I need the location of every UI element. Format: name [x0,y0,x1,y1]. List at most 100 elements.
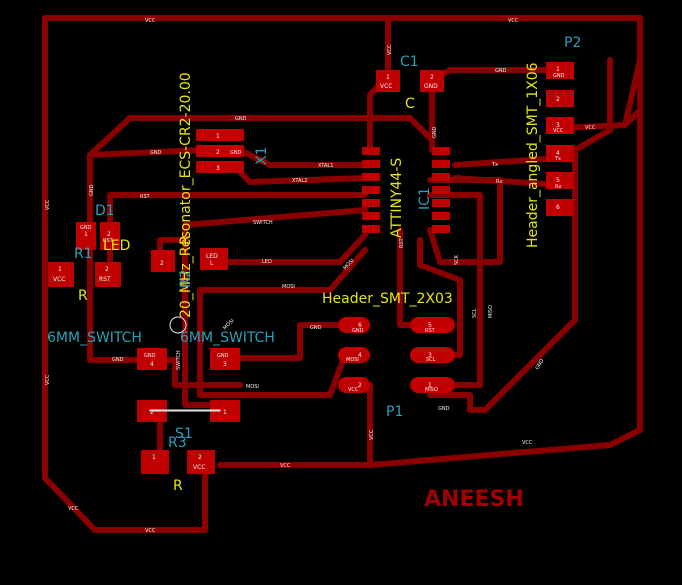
p1-pad2: 2 [358,382,362,389]
s1-pad4: 4 [150,361,154,368]
x1-net-xtal2: XTAL2 [292,178,307,184]
net-label-gnd-p2: GND [495,68,507,74]
trace-mosi [197,247,368,328]
net-label-vcc-bl: VCC [68,506,79,512]
net-label-rx: Rx [496,179,502,185]
p2-net-tx: Tx [554,156,561,162]
trace-gnd-c1 [372,115,435,143]
p2-pad3: 3 [556,122,560,129]
p2-net-rx: Rx [555,184,561,190]
net-label-led: LED [262,259,272,265]
net-label-miso: MISO [488,305,494,318]
author-label: ANEESH [424,487,524,512]
net-label-gnd-c1: GND [432,126,438,138]
net-label-vcc-r3: VCC [280,463,291,469]
trace-gnd-top [87,115,378,223]
trace-gnd-p2 [427,57,613,413]
c1-pad2-net: GND [424,83,438,90]
net-label-mosi: MOSI [282,284,295,290]
trace-gnd-p1 [237,322,355,361]
net-label-scl: SCL [472,308,478,318]
ic1-attiny44[interactable]: ATTINY44-S IC1 [362,147,450,238]
c1-capacitor[interactable]: 1 VCC 2 GND C1 C [376,54,444,112]
p1-pad4: 4 [358,352,362,359]
r3-value: R [173,478,183,494]
c1-pad1-net: VCC [380,83,392,90]
net-label-rst: RST [140,194,151,200]
trace-led [225,232,368,265]
r2-pad2: 2 [160,260,164,267]
net-label-gnd-p1: GND [310,325,322,331]
p2-header[interactable]: 1 2 3 4 5 6 GND VCC Tx Rx P2 Header_angl… [525,35,581,248]
net-label-gnd-x1: GND [150,150,162,156]
d1-led[interactable]: 1 2 GND RST D1 LED [76,203,130,254]
net-label-vcc-left2: VCC [45,374,51,385]
p1-pad6: 6 [358,322,362,329]
p1-net-vcc: VCC [348,387,359,393]
net-label-vcc-p1: VCC [369,429,375,440]
net-label-gnd-p1b: GND [438,406,450,412]
r3-ref: R3 [168,435,187,451]
p2-ref: P2 [564,35,581,51]
p2-pad1: 1 [556,66,560,73]
r1-ref: R1 [74,246,93,262]
s1-net-switch: SWITCH [176,350,182,370]
p1-net-rst: RST [425,328,436,334]
net-label-vcc-c1: VCC [387,44,393,55]
d1-pad1: 1 [84,231,88,238]
p1-net-miso: MISO [425,387,438,393]
p2-net-vcc: VCC [553,128,564,134]
r1-net-vcc: VCC [53,276,65,283]
x1-pad3: 3 [216,165,220,172]
net-label-gnd-left: GND [89,184,95,196]
net-label-gnd-right: GND [535,358,546,371]
p1-value: Header_SMT_2X03 [322,291,453,307]
trace-xtal2 [237,169,368,185]
trace-rx [452,175,563,188]
net-label-gnd-top: GND [235,116,247,122]
trace-gnd-x1 [87,147,203,158]
trace-gnd-sw [87,217,153,363]
trace-switch [182,205,368,228]
net-label-switch: SWITCH [253,220,273,226]
trace-tx [452,155,563,168]
r3-pad1: 1 [152,454,156,461]
trace-vcc-right [367,57,643,468]
d1-net-rst: RST [103,238,114,244]
r1-resistor[interactable]: 1 VCC 2 RST R1 R [48,246,121,304]
r1-value: R [78,288,88,304]
net-label-vcc-right: VCC [522,440,533,446]
net-label-vcc-top2: VCC [145,18,156,24]
r3-resistor[interactable]: 1 2 VCC R3 R [141,435,215,494]
p2-value: Header_angled_SMT_1X06 [525,62,541,248]
net-label-tx: Tx [491,162,498,168]
trace-xtal1 [237,147,368,168]
x1-resonator[interactable]: 1 2 3 GND XTAL1 XTAL2 X1 20_MHz_Resonato… [178,72,333,318]
p2-net-gnd: GND [553,73,565,79]
d1-value: LED [103,238,130,254]
net-label-gnd-sw: GND [112,357,124,363]
s1-switch[interactable]: 4 3 2 1 GND GND SWITCH S1 6MM_SWITCH 6MM… [47,316,275,442]
s1-pad2: 2 [150,409,154,416]
p2-pad2: 2 [556,96,560,103]
trace-net-labels: VCC VCC VCC VCC VCC VCC VCC VCC VCC VCC … [45,18,596,534]
x1-ref: X1 [254,147,270,166]
p1-header[interactable]: 6 4 2 5 3 1 GND MOSI VCC RST SCL MISO P1… [322,291,455,420]
ic1-ref: IC1 [417,187,433,210]
r3-net-vcc: VCC [193,464,205,471]
c1-ref: C1 [400,54,419,70]
r2-resistor[interactable]: 2 L LED R2 R [151,235,228,288]
s1-value-right: 6MM_SWITCH [180,330,275,346]
s1-value-left: 6MM_SWITCH [47,330,142,346]
net-label-vcc-p2: VCC [585,125,596,131]
d1-ref: D1 [95,203,115,219]
p1-ref: P1 [386,404,403,420]
s1-origin-mark [169,316,187,334]
r2-ref: R2 [178,269,194,288]
p2-pad5: 5 [556,177,560,184]
d1-pad2: 2 [107,231,111,238]
s1-pad3: 3 [223,361,227,368]
s1-net-gnd3: GND [217,353,229,359]
c1-value: C [405,96,415,112]
